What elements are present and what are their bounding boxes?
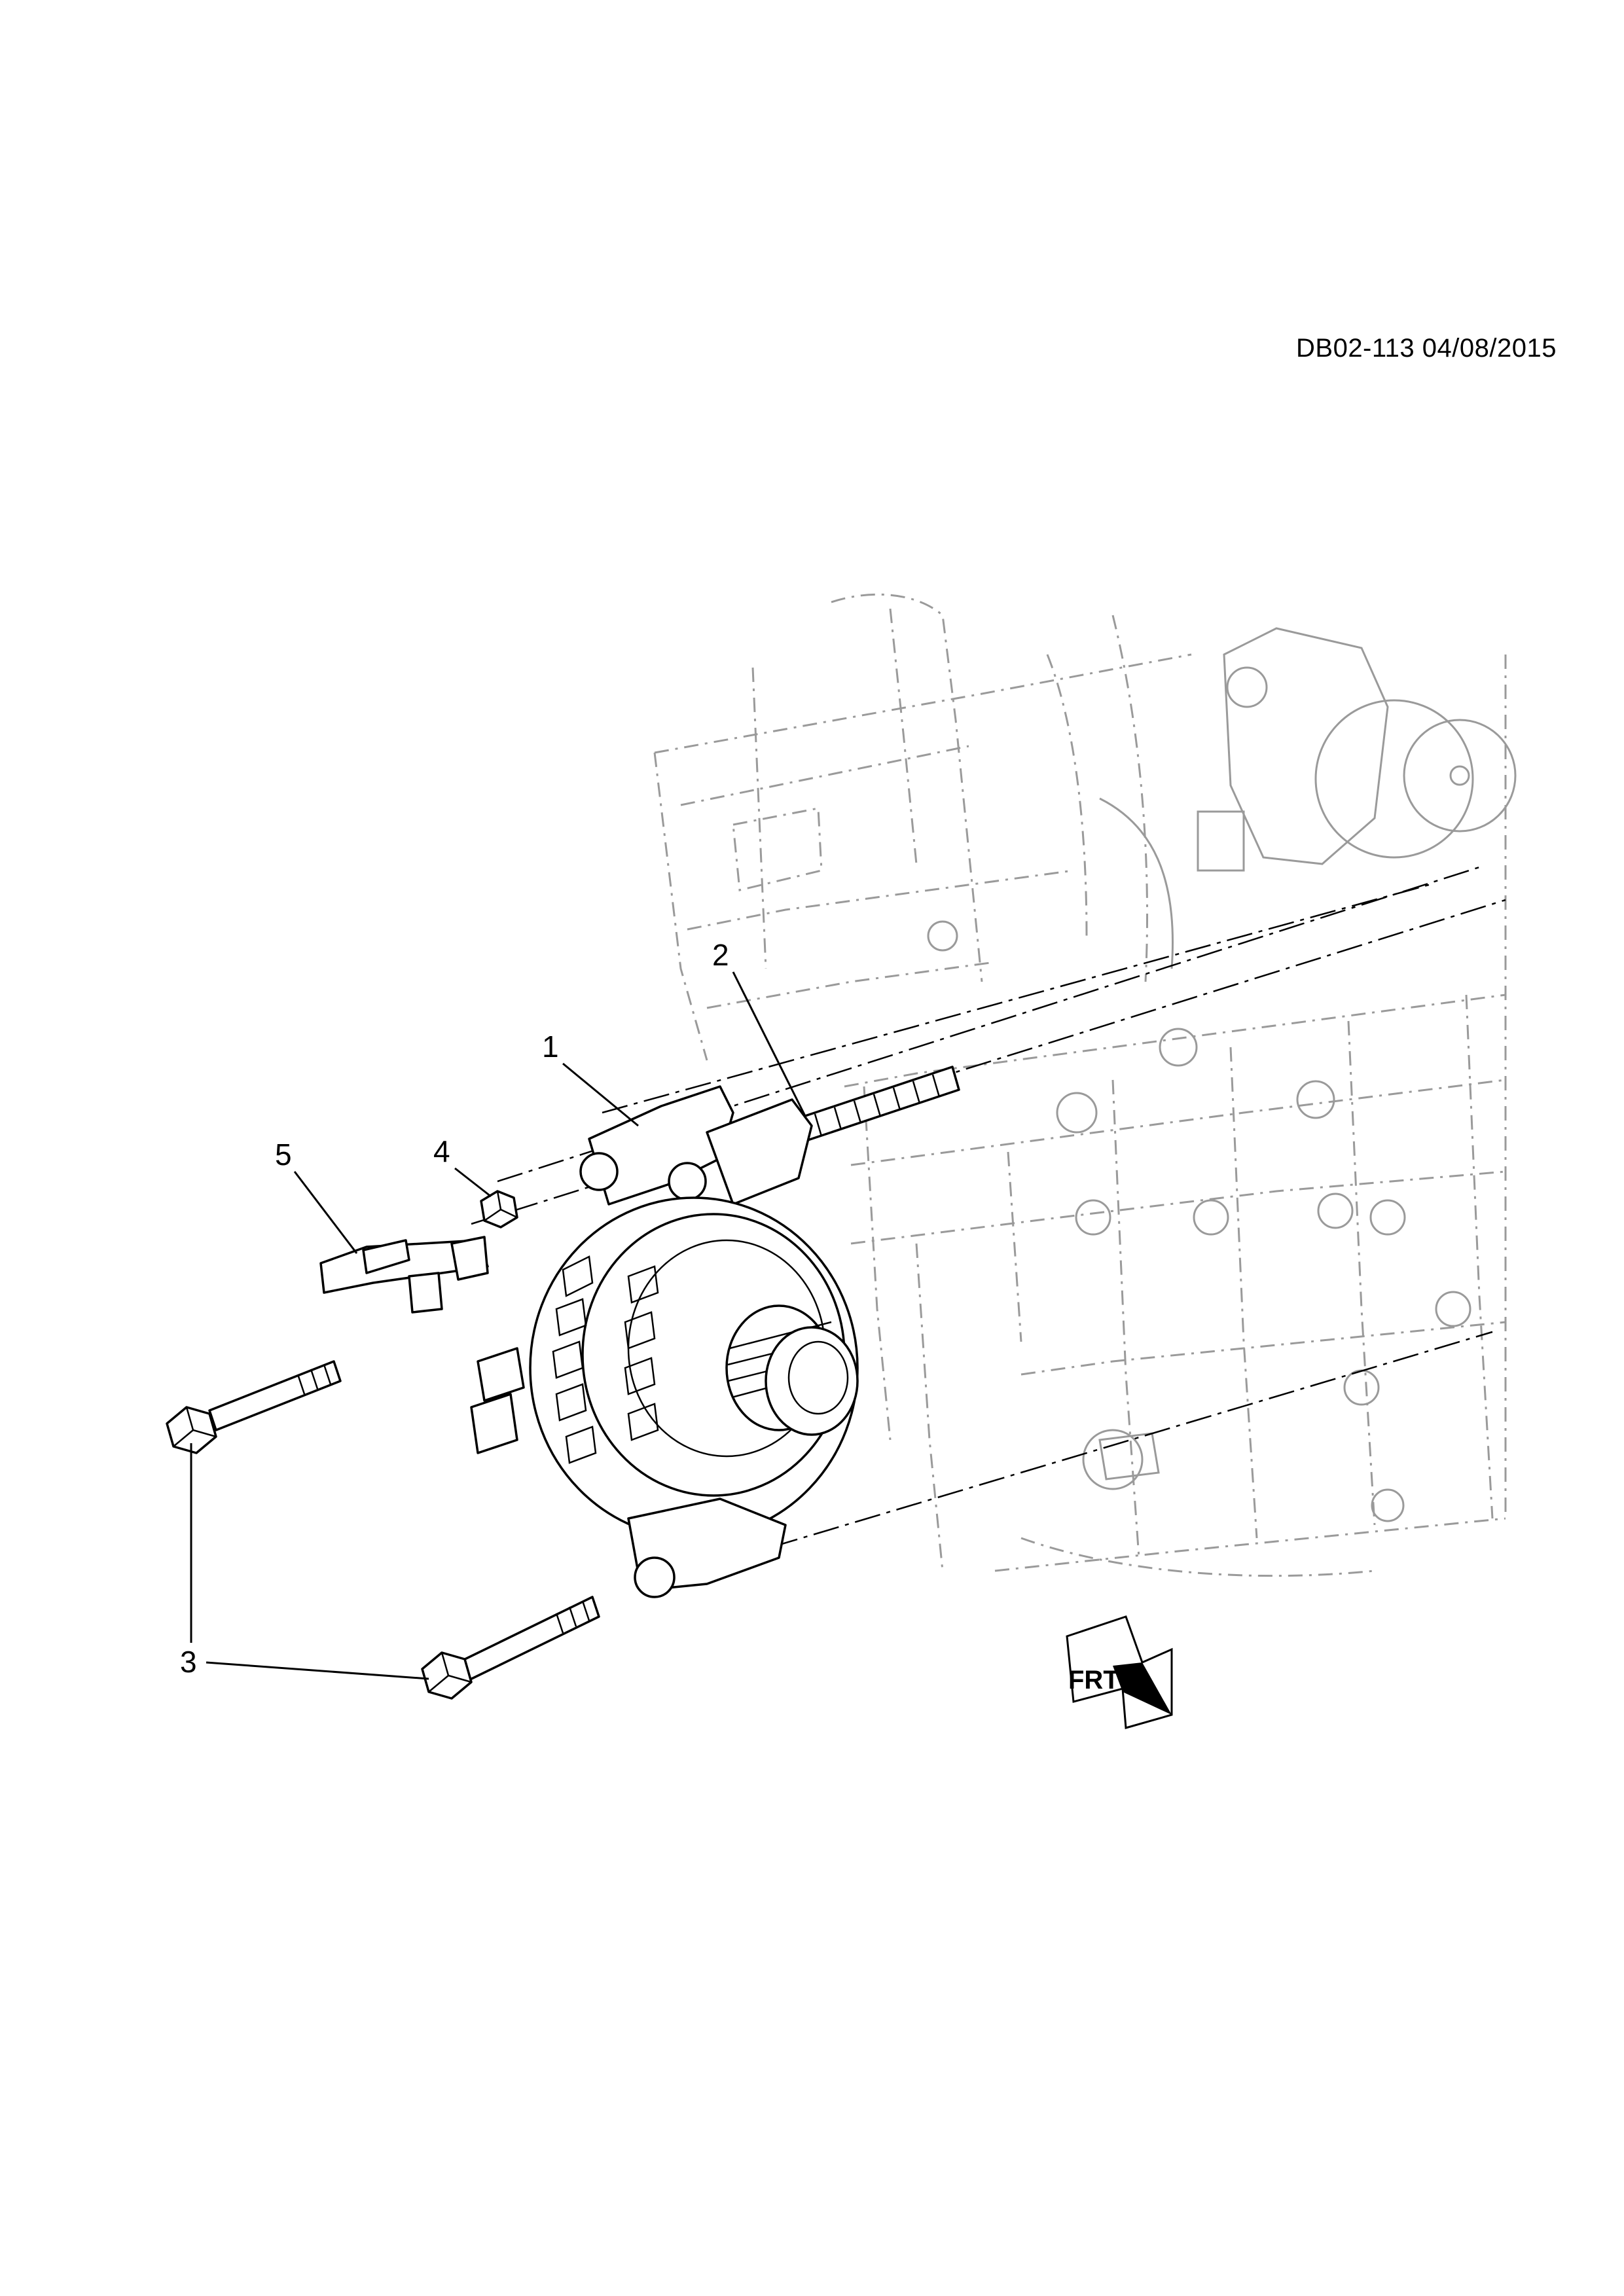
bracket-part-5 [319,1236,489,1314]
callout-1: 1 [542,1030,639,1127]
generator-part-1 [470,1085,859,1598]
frt-label: FRT [1068,1666,1119,1695]
engine-block-phantom [653,593,1517,1577]
callout-2: 2 [712,938,806,1117]
callout-number-2: 2 [712,938,729,972]
callout-3: 3 [180,1443,429,1680]
bolt-part-3-upper [166,1360,342,1454]
callout-number-5: 5 [275,1138,292,1172]
callout-number-4: 4 [433,1134,450,1168]
bolt-part-3-lower [421,1596,600,1700]
callout-number-3: 3 [180,1645,197,1679]
document-id: DB02-113 04/08/2015 [1296,334,1557,363]
callout-5: 5 [275,1138,358,1254]
callout-4: 4 [433,1134,492,1198]
front-orientation-arrow: FRT [1066,1615,1173,1729]
nut-part-4 [480,1190,518,1229]
callout-number-1: 1 [542,1030,559,1064]
